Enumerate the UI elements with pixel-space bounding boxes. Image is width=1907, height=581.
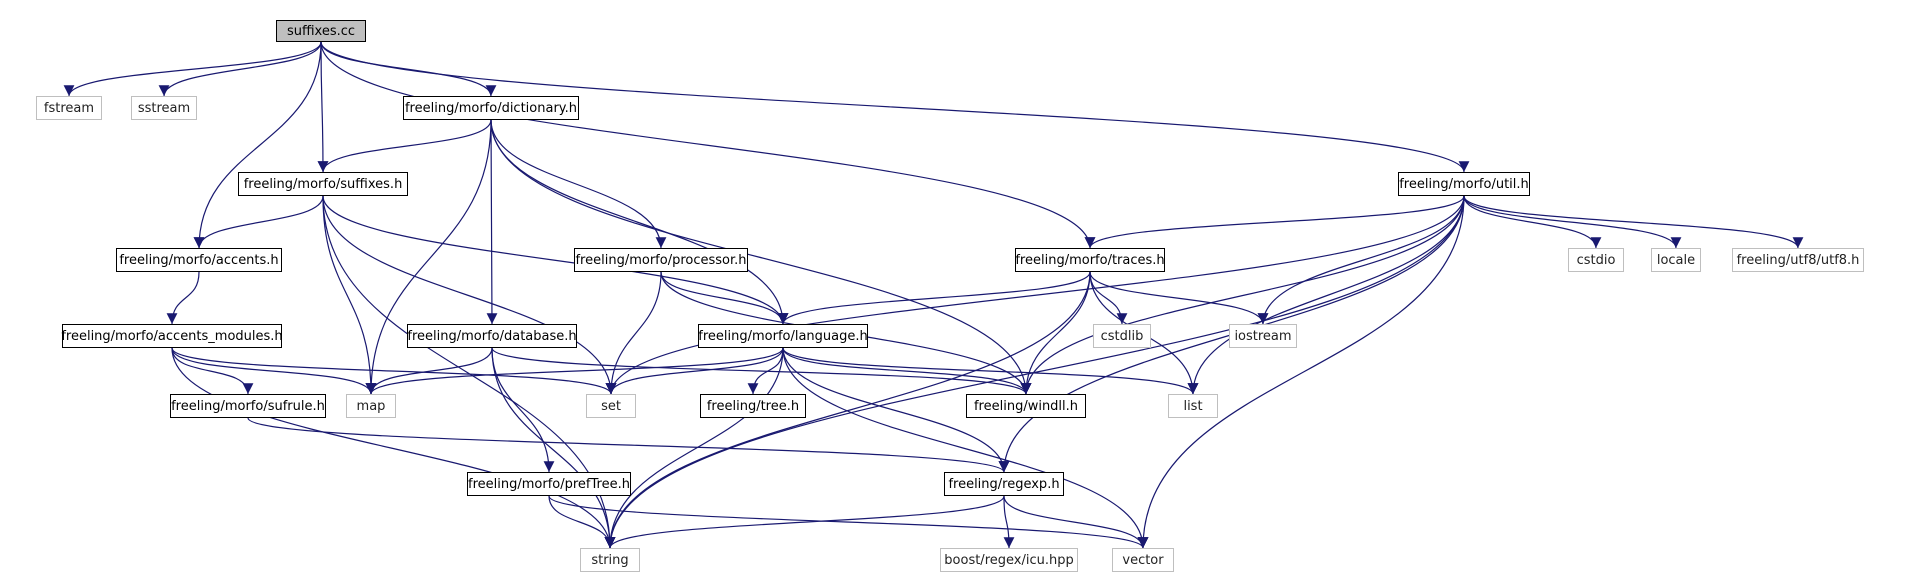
edge-suffixes-cc-to-fstream bbox=[63, 41, 322, 97]
edge-traces-to-iostream bbox=[1089, 271, 1269, 325]
edge-accents-to-accents-mod bbox=[166, 271, 200, 325]
node-fstream: fstream bbox=[36, 96, 102, 120]
node-suffixes-cc[interactable]: suffixes.cc bbox=[276, 20, 366, 42]
edge-traces-to-string bbox=[604, 271, 1091, 549]
node-util[interactable]: freeling/morfo/util.h bbox=[1398, 172, 1530, 196]
node-cstdio: cstdio bbox=[1568, 248, 1624, 272]
node-sstream: sstream bbox=[131, 96, 197, 120]
edge-database-to-string bbox=[491, 347, 616, 549]
edge-util-to-set bbox=[605, 195, 1465, 395]
node-processor[interactable]: freeling/morfo/processor.h bbox=[574, 248, 748, 272]
node-utf8: freeling/utf8/utf8.h bbox=[1732, 248, 1864, 272]
node-accents[interactable]: freeling/morfo/accents.h bbox=[116, 248, 282, 272]
edge-suffixes-cc-to-util bbox=[320, 41, 1470, 173]
node-locale: locale bbox=[1651, 248, 1701, 272]
edge-dictionary-to-database bbox=[486, 119, 498, 325]
edge-util-to-list bbox=[1187, 195, 1465, 395]
edge-traces-to-windll bbox=[1020, 271, 1091, 395]
node-boost-icu: boost/regex/icu.hpp bbox=[940, 548, 1078, 572]
edge-util-to-locale bbox=[1463, 195, 1682, 249]
edge-regexp-to-boost-icu bbox=[1003, 495, 1015, 549]
edge-accents-mod-to-sufrule bbox=[171, 347, 254, 395]
edge-suffixes-h-to-language bbox=[322, 195, 789, 325]
edge-language-to-windll bbox=[782, 347, 1032, 395]
edge-util-to-windll bbox=[1020, 195, 1465, 395]
edge-database-to-windll bbox=[491, 347, 1032, 395]
edge-util-to-vector bbox=[1137, 195, 1465, 549]
edge-language-to-map bbox=[365, 347, 784, 395]
edge-suffixes-cc-to-suffixes-h bbox=[317, 41, 329, 173]
edge-language-to-string bbox=[604, 347, 784, 549]
edge-dictionary-to-map bbox=[365, 119, 492, 395]
edge-util-to-utf8 bbox=[1463, 195, 1804, 249]
node-windll[interactable]: freeling/windll.h bbox=[966, 394, 1086, 418]
node-traces[interactable]: freeling/morfo/traces.h bbox=[1015, 248, 1165, 272]
node-regexp[interactable]: freeling/regexp.h bbox=[944, 472, 1064, 496]
edge-dictionary-to-processor bbox=[490, 119, 667, 249]
edge-suffixes-h-to-map bbox=[322, 195, 377, 395]
edge-language-to-regexp bbox=[782, 347, 1010, 473]
edge-preftree-to-vector bbox=[548, 495, 1149, 549]
edge-suffixes-cc-to-traces bbox=[320, 41, 1096, 249]
node-database[interactable]: freeling/morfo/database.h bbox=[407, 324, 577, 348]
edge-traces-to-language bbox=[777, 271, 1091, 325]
edge-suffixes-h-to-accents bbox=[193, 195, 324, 249]
node-string: string bbox=[580, 548, 640, 572]
node-accents-mod[interactable]: freeling/morfo/accents_modules.h bbox=[61, 324, 283, 348]
edge-util-to-iostream bbox=[1257, 195, 1465, 325]
node-map: map bbox=[346, 394, 396, 418]
edge-sufrule-to-regexp bbox=[247, 417, 1010, 473]
node-suffixes-h[interactable]: freeling/morfo/suffixes.h bbox=[238, 172, 408, 196]
edge-dictionary-to-windll bbox=[490, 119, 1032, 395]
node-list: list bbox=[1168, 394, 1218, 418]
edge-suffixes-cc-to-accents bbox=[193, 41, 322, 249]
edge-dictionary-to-suffixes-h bbox=[317, 119, 492, 173]
edge-accents-mod-to-string bbox=[171, 347, 616, 549]
edge-language-to-vector bbox=[782, 347, 1149, 549]
node-cstdlib: cstdlib bbox=[1093, 324, 1151, 348]
edge-suffixes-h-to-set bbox=[322, 195, 617, 395]
edge-language-to-set bbox=[605, 347, 784, 395]
node-language[interactable]: freeling/morfo/language.h bbox=[698, 324, 868, 348]
node-tree[interactable]: freeling/tree.h bbox=[700, 394, 806, 418]
edge-regexp-to-string bbox=[604, 495, 1005, 549]
edge-suffixes-cc-to-dictionary bbox=[320, 41, 497, 97]
edge-util-to-traces bbox=[1084, 195, 1465, 249]
edge-regexp-to-vector bbox=[1003, 495, 1149, 549]
edge-util-to-cstdio bbox=[1463, 195, 1602, 249]
edge-util-to-string bbox=[604, 195, 1465, 549]
node-sufrule[interactable]: freeling/morfo/sufrule.h bbox=[170, 394, 326, 418]
edge-processor-to-set bbox=[605, 271, 662, 395]
edge-suffixes-cc-to-sstream bbox=[158, 41, 322, 97]
node-set: set bbox=[586, 394, 636, 418]
edge-accents-mod-to-set bbox=[171, 347, 617, 395]
node-dictionary[interactable]: freeling/morfo/dictionary.h bbox=[403, 96, 579, 120]
node-vector: vector bbox=[1112, 548, 1174, 572]
edge-language-to-list bbox=[782, 347, 1199, 395]
node-preftree[interactable]: freeling/morfo/prefTree.h bbox=[467, 472, 631, 496]
edge-accents-mod-to-map bbox=[171, 347, 377, 395]
edge-database-to-preftree bbox=[491, 347, 555, 473]
node-iostream: iostream bbox=[1229, 324, 1297, 348]
